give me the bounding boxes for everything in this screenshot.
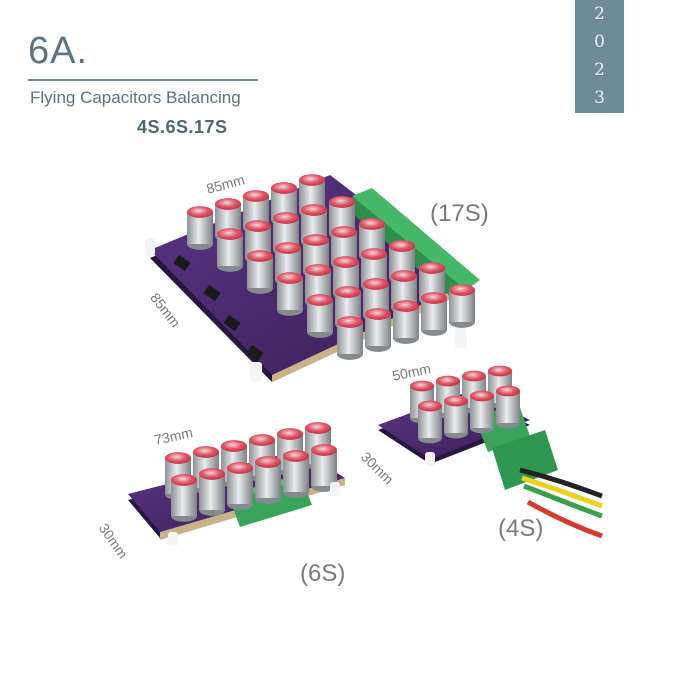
capacitor — [307, 294, 333, 338]
year-badge: 2 0 2 3 — [575, 0, 624, 113]
capacitor — [444, 395, 468, 439]
capacitor — [171, 474, 197, 522]
page-title: 6A. — [28, 30, 89, 72]
capacitor — [283, 450, 309, 498]
capacitor — [311, 444, 337, 492]
subtitle: Flying Capacitors Balancing — [30, 88, 241, 107]
capacitor — [337, 316, 363, 360]
capacitor — [199, 468, 225, 516]
model-label-17s: (17S) — [430, 200, 489, 227]
capacitor — [277, 272, 303, 316]
capacitor — [449, 284, 475, 328]
board-17s — [145, 174, 480, 382]
year-digit: 2 — [594, 4, 605, 24]
title-underline — [28, 79, 258, 81]
capacitor — [227, 462, 253, 510]
model-label-6s: (6S) — [300, 560, 346, 587]
capacitor — [421, 292, 447, 336]
capacitor — [187, 206, 213, 250]
capacitor — [217, 228, 243, 272]
capacitor — [365, 308, 391, 352]
year-digit: 0 — [594, 32, 605, 52]
board-6s — [128, 422, 345, 546]
capacitor — [496, 385, 520, 429]
model-list: 4S.6S.17S — [137, 117, 228, 137]
capacitor — [393, 300, 419, 344]
board-4s — [378, 365, 603, 539]
capacitor — [247, 250, 273, 294]
capacitor — [418, 400, 442, 444]
capacitor — [470, 390, 494, 434]
capacitor — [255, 456, 281, 504]
model-label-4s: (4S) — [498, 515, 544, 542]
year-digit: 3 — [594, 88, 605, 108]
year-digit: 2 — [594, 60, 605, 80]
